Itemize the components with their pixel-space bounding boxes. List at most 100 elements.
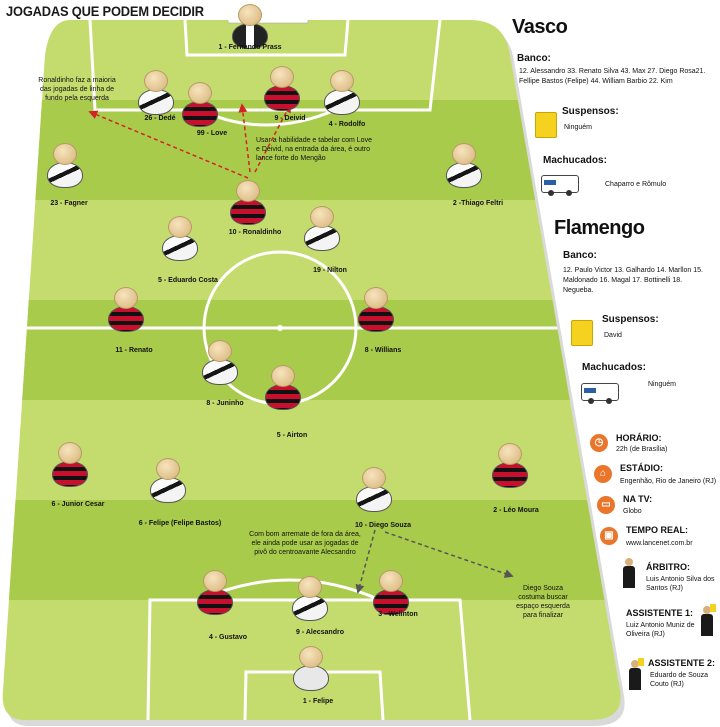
player-shirt-icon (52, 461, 88, 487)
vasco-team-name: Vasco (512, 16, 568, 38)
player-shirt-icon (265, 384, 301, 410)
player-shirt-icon (202, 359, 238, 385)
player-head-icon (114, 287, 138, 309)
player-shirt-icon (446, 162, 482, 188)
tv-icon: ▭ (597, 496, 615, 514)
tv-heading: NA TV: (623, 494, 653, 504)
player-head-icon (379, 570, 403, 592)
player-deivid (260, 66, 304, 111)
player-nilton (300, 206, 344, 251)
flamengo-machucados-heading: Machucados: (582, 362, 646, 373)
player-shirt-icon (324, 89, 360, 115)
player-head-icon (310, 206, 334, 228)
player-label: 26 - Dedé (144, 115, 176, 122)
player-label: 5 - Airton (276, 432, 308, 439)
vasco-banco-text: 12. Alessandro 33. Renato Silva 43. Max … (519, 68, 706, 85)
player-head-icon (58, 442, 82, 464)
note-diego-souza: Diego Souza costuma buscar espaço esquer… (516, 585, 570, 619)
player-head-icon (238, 4, 262, 26)
ambulance-icon (541, 175, 579, 196)
player-shirt-icon (162, 235, 198, 261)
player-head-icon (330, 70, 354, 92)
player-head-icon (364, 287, 388, 309)
player-shirt-icon (358, 306, 394, 332)
player-junior (48, 442, 92, 487)
player-label: 10 - Ronaldinho (228, 229, 282, 236)
flamengo-suspensos-text: David (604, 332, 622, 339)
player-shirt-icon (292, 595, 328, 621)
player-fagner (43, 143, 87, 188)
player-label: 1 - Fernando Prass (218, 44, 282, 51)
player-head-icon (270, 66, 294, 88)
player-label: 23 - Fagner (50, 200, 88, 207)
player-head-icon (362, 467, 386, 489)
player-shirt-icon (232, 23, 268, 49)
player-airton (261, 365, 305, 410)
referee-icon (622, 558, 636, 588)
assistant-referee-icon (700, 604, 716, 636)
player-label: 2 -Thiago Feltri (452, 200, 504, 207)
assistente1-text: Luiz Antonio Muniz de Oliveira (RJ) (626, 622, 695, 638)
player-label: 4 - Rodolfo (328, 121, 366, 128)
clock-icon: ◷ (590, 434, 608, 452)
player-felipe-v (146, 458, 190, 503)
player-label: 10 - Diego Souza (354, 522, 412, 529)
assistente2-text: Eduardo de Souza Couto (RJ) (650, 672, 708, 688)
player-ronaldinho (226, 180, 270, 225)
player-willians (354, 287, 398, 332)
flamengo-team-name: Flamengo (554, 217, 645, 239)
player-love (178, 82, 222, 127)
yellow-card-icon (535, 112, 557, 138)
ambulance-icon (581, 383, 619, 404)
player-label: 19 - Nilton (313, 267, 347, 274)
arbitro-heading: ÁRBITRO: (646, 562, 690, 572)
player-head-icon (53, 143, 77, 165)
page-title: JOGADAS QUE PODEM DECIDIR (6, 3, 204, 19)
player-shirt-icon (150, 477, 186, 503)
player-shirt-icon (304, 225, 340, 251)
horario-heading: HORÁRIO: (616, 433, 662, 443)
player-head-icon (188, 82, 212, 104)
player-head-icon (208, 340, 232, 362)
player-alecsandro (288, 576, 332, 621)
player-gk-vasco (228, 4, 272, 49)
player-dede (134, 70, 178, 115)
player-shirt-icon (264, 85, 300, 111)
player-renato (104, 287, 148, 332)
player-shirt-icon (293, 665, 329, 691)
player-label: 11 - Renato (115, 347, 153, 354)
yellow-card-icon (571, 320, 593, 346)
player-label: 8 - Juninho (206, 400, 244, 407)
player-label: 8 - Willians (364, 347, 402, 354)
assistente1-heading: ASSISTENTE 1: (626, 608, 694, 618)
player-label: 5 - Eduardo Costa (158, 277, 218, 284)
vasco-banco-heading: Banco: (517, 53, 551, 64)
player-shirt-icon (108, 306, 144, 332)
player-rodolfo (320, 70, 364, 115)
assistente2-heading: ASSISTENTE 2: (648, 658, 716, 668)
player-label: 2 - Léo Moura (493, 507, 539, 514)
player-head-icon (156, 458, 180, 480)
player-welinton (369, 570, 413, 615)
horario-text: 22h (de Brasília) (616, 446, 668, 453)
vasco-suspensos-heading: Suspensos: (562, 106, 619, 117)
player-head-icon (299, 646, 323, 668)
flamengo-banco-heading: Banco: (563, 250, 597, 261)
player-shirt-icon (492, 462, 528, 488)
player-shirt-icon (47, 162, 83, 188)
player-label: 9 - Alecsandro (296, 629, 344, 636)
player-gustavo (193, 570, 237, 615)
player-thiago (442, 143, 486, 188)
player-head-icon (271, 365, 295, 387)
player-label: 99 - Love (196, 130, 228, 137)
player-head-icon (144, 70, 168, 92)
estadio-text: Engenhão, Rio de Janeiro (RJ) (620, 478, 717, 485)
vasco-machucados-heading: Machucados: (543, 155, 607, 166)
flamengo-banco-text: 12. Paulo Victor 13. Galhardo 14. Marllo… (563, 267, 703, 294)
note-ronaldinho: Ronaldinho faz a maioria das jogadas de … (38, 77, 116, 102)
flamengo-machucados-text: Ninguém (648, 381, 677, 388)
player-head-icon (168, 216, 192, 238)
player-shirt-icon (373, 589, 409, 615)
player-shirt-icon (138, 89, 174, 115)
player-shirt-icon (230, 199, 266, 225)
